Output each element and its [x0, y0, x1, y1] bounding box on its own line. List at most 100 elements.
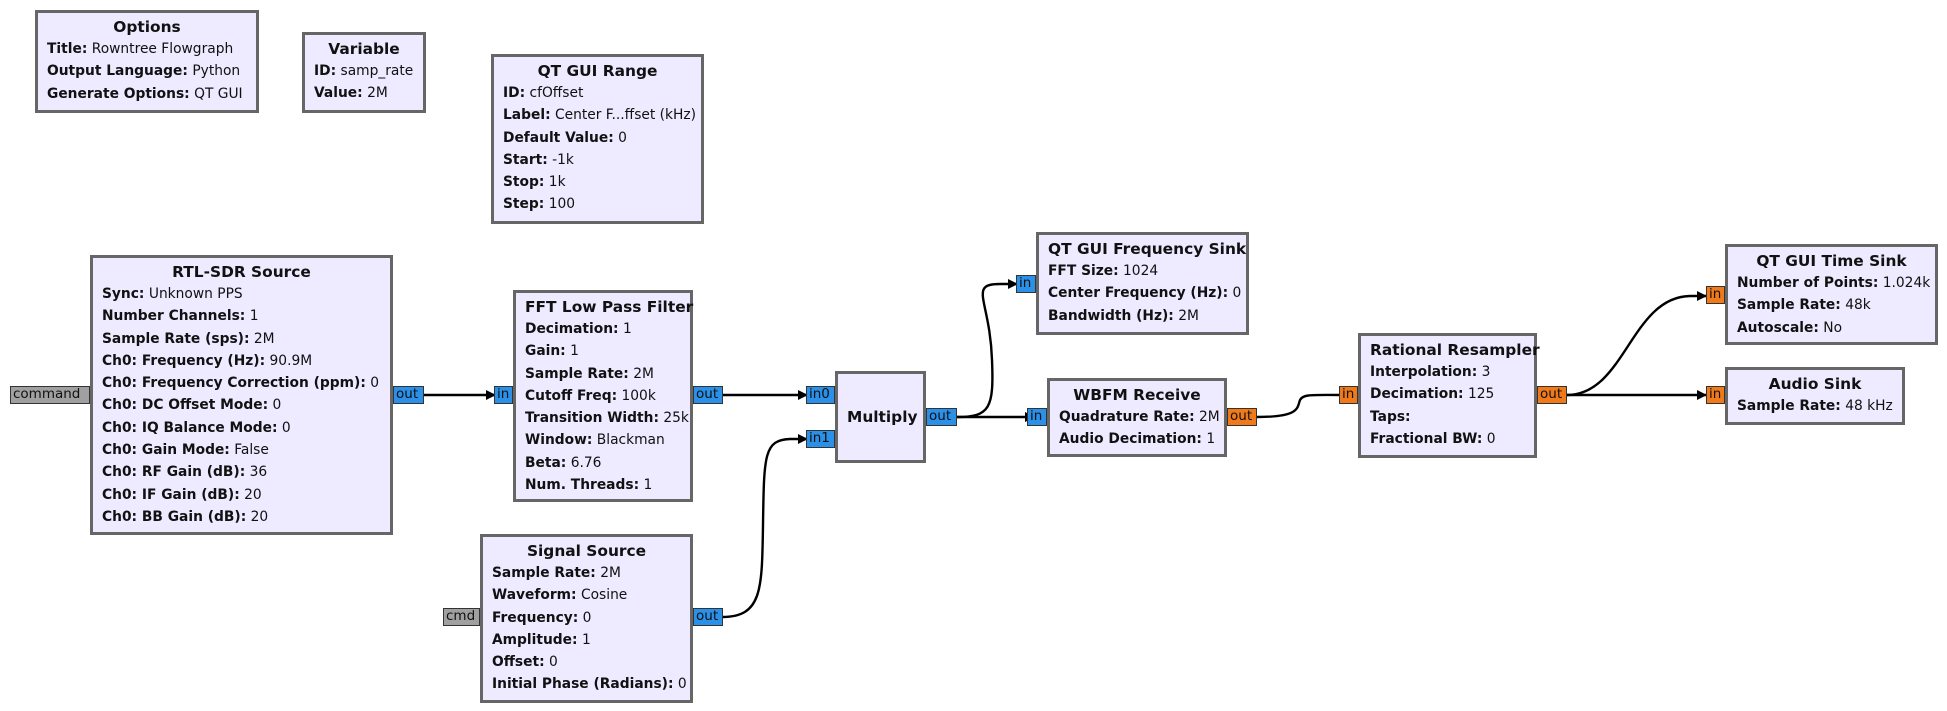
fft-in-port[interactable]: in	[494, 386, 513, 404]
timesink-in-port[interactable]: in	[1706, 286, 1725, 304]
block-title: Audio Sink	[1768, 375, 1862, 393]
param-value: 2M	[253, 330, 275, 347]
param-row: Title: Rowntree Flowgraph	[47, 38, 247, 60]
param-key: Sample Rate:	[492, 565, 596, 581]
fft-out-port[interactable]: out	[693, 386, 723, 404]
param-row: Number of Points: 1.024k	[1737, 272, 1930, 294]
param-value: 0	[272, 397, 282, 414]
param-row: FFT Size: 1024	[1048, 260, 1237, 282]
param-key: Sync:	[102, 286, 145, 302]
param-key: ID:	[503, 85, 526, 101]
signal-cmd-port[interactable]: cmd	[443, 608, 480, 626]
rtl-command-port[interactable]: command	[10, 386, 90, 404]
param-value: 0	[582, 609, 592, 626]
signal-out-port[interactable]: out	[693, 608, 723, 626]
multiply-in1-port[interactable]: in1	[806, 430, 835, 448]
param-key: Audio Decimation:	[1059, 431, 1202, 448]
param-value: cfOffset	[529, 85, 584, 101]
param-row: Default Value: 0	[503, 127, 692, 149]
param-value: 100k	[621, 387, 656, 404]
block-title: RTL-SDR Source	[172, 263, 311, 281]
param-value: samp_rate	[340, 63, 414, 79]
param-value: Rowntree Flowgraph	[91, 41, 234, 57]
param-value: QT GUI	[194, 85, 243, 102]
param-row: Output Language: Python	[47, 60, 247, 82]
param-key: Quadrature Rate:	[1059, 409, 1195, 425]
multiply-out-port[interactable]: out	[926, 408, 957, 426]
param-row: Ch0: BB Gain (dB): 20	[102, 506, 381, 528]
param-key: Bandwidth (Hz):	[1048, 307, 1174, 324]
param-key: Sample Rate (sps):	[102, 330, 250, 347]
wbfm-out-port[interactable]: out	[1227, 408, 1257, 426]
audiosink-in-port[interactable]: in	[1706, 386, 1725, 404]
param-value: 36	[249, 464, 268, 481]
param-value: 1k	[548, 174, 566, 191]
param-value: 2M	[367, 85, 388, 102]
param-value: 100	[548, 196, 576, 213]
param-row: Ch0: Frequency Correction (ppm): 0	[102, 372, 381, 394]
param-row: Offset: 0	[492, 651, 681, 673]
param-row: Bandwidth (Hz): 2M	[1048, 305, 1237, 327]
block-title: Rational Resampler	[1370, 341, 1540, 359]
block-title: Variable	[328, 40, 400, 58]
param-row: Ch0: IF Gain (dB): 20	[102, 484, 381, 506]
param-key: ID:	[314, 63, 337, 79]
param-value: 90.9M	[269, 352, 313, 369]
param-key: Offset:	[492, 654, 545, 671]
param-key: Value:	[314, 85, 363, 102]
param-row: Sample Rate (sps): 2M	[102, 328, 381, 350]
param-row: Initial Phase (Radians): 0	[492, 673, 687, 695]
block-title: QT GUI Frequency Sink	[1048, 240, 1247, 258]
param-key: Ch0: Frequency Correction (ppm):	[102, 375, 366, 392]
param-key: Initial Phase (Radians):	[492, 676, 674, 693]
param-key: Taps:	[1370, 408, 1411, 425]
multiply-block[interactable]: Multiply	[835, 371, 926, 463]
param-key: Ch0: Gain Mode:	[102, 442, 230, 459]
param-key: Default Value:	[503, 129, 614, 146]
param-row: Value: 2M	[314, 82, 414, 104]
param-value: 0	[677, 676, 687, 693]
param-row: Generate Options: QT GUI	[47, 83, 247, 105]
param-row: Num. Threads: 1	[525, 474, 681, 496]
param-key: Fractional BW:	[1370, 430, 1483, 447]
resampler-in-port[interactable]: in	[1339, 386, 1358, 404]
param-value: 1024	[1123, 263, 1159, 279]
param-value: 0	[618, 129, 627, 146]
param-value: No	[1823, 319, 1843, 336]
wbfm-in-port[interactable]: in	[1027, 408, 1047, 426]
param-key: Interpolation:	[1370, 364, 1478, 380]
freqsink-in-port[interactable]: in	[1016, 275, 1036, 293]
wire-signal-to-multiply-in1[interactable]	[721, 434, 808, 619]
wire-multiply-to-freqsink[interactable]	[956, 279, 1018, 419]
param-row: Taps:	[1370, 406, 1525, 428]
param-row: Sample Rate: 2M	[492, 562, 681, 584]
multiply-in0-port[interactable]: in0	[806, 386, 835, 404]
param-row: Autoscale: No	[1737, 317, 1926, 339]
block-title: FFT Low Pass Filter	[525, 298, 694, 316]
param-row: Sync: Unknown PPS	[102, 283, 381, 305]
param-key: Sample Rate:	[1737, 297, 1841, 314]
param-row: ID: samp_rate	[314, 60, 414, 82]
wire-wbfm-to-resampler[interactable]	[1256, 390, 1353, 419]
rtl-out-port[interactable]: out	[393, 386, 424, 404]
block-title: Signal Source	[526, 542, 647, 560]
param-key: Stop:	[503, 174, 545, 191]
resampler-out-port[interactable]: out	[1537, 386, 1567, 404]
param-row: Sample Rate: 48 kHz	[1737, 395, 1893, 417]
param-row: Ch0: DC Offset Mode: 0	[102, 394, 381, 416]
param-row: Sample Rate: 48k	[1737, 294, 1926, 316]
wire-resampler-to-timesink[interactable]	[1566, 291, 1707, 397]
block-title: QT GUI Range	[537, 62, 658, 80]
param-key: Decimation:	[1370, 386, 1464, 403]
